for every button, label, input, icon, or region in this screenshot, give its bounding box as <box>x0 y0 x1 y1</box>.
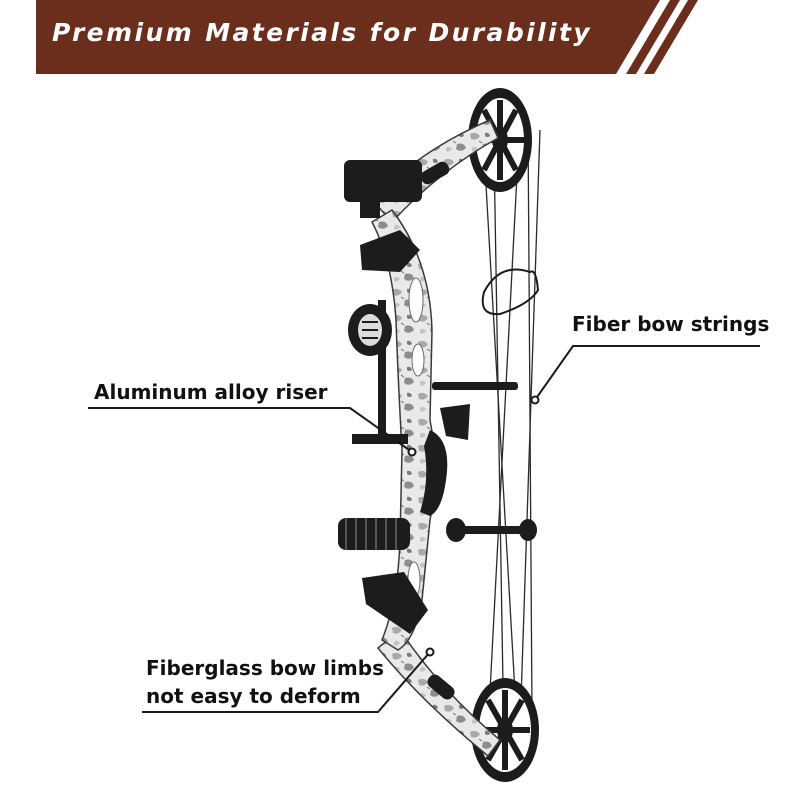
callout-limbs-line1: Fiberglass bow limbs <box>146 656 384 680</box>
callout-limbs-line2: not easy to deform <box>146 684 361 708</box>
lower-mount <box>362 572 428 634</box>
bow-strings <box>483 117 541 746</box>
riser-cutouts <box>407 277 425 599</box>
stabilizer <box>338 518 537 550</box>
arrow-rest <box>432 382 518 440</box>
banner-title: Premium Materials for Durability <box>52 18 593 47</box>
callout-aluminum-alloy-riser: Aluminum alloy riser <box>94 380 328 404</box>
grip <box>420 430 448 516</box>
header-banner: Premium Materials for Durability <box>36 0 700 74</box>
callout-fiber-bow-strings: Fiber bow strings <box>572 312 770 336</box>
bow-sight <box>348 300 408 444</box>
top-cam <box>468 88 532 192</box>
string-loop <box>481 268 540 316</box>
limb-dampers <box>420 161 455 700</box>
quiver-mount <box>344 160 422 272</box>
callout-leaders <box>88 345 760 713</box>
callout-fiberglass-bow-limbs: Fiberglass bow limbs not easy to deform <box>146 654 384 710</box>
banner-shape <box>36 0 698 74</box>
